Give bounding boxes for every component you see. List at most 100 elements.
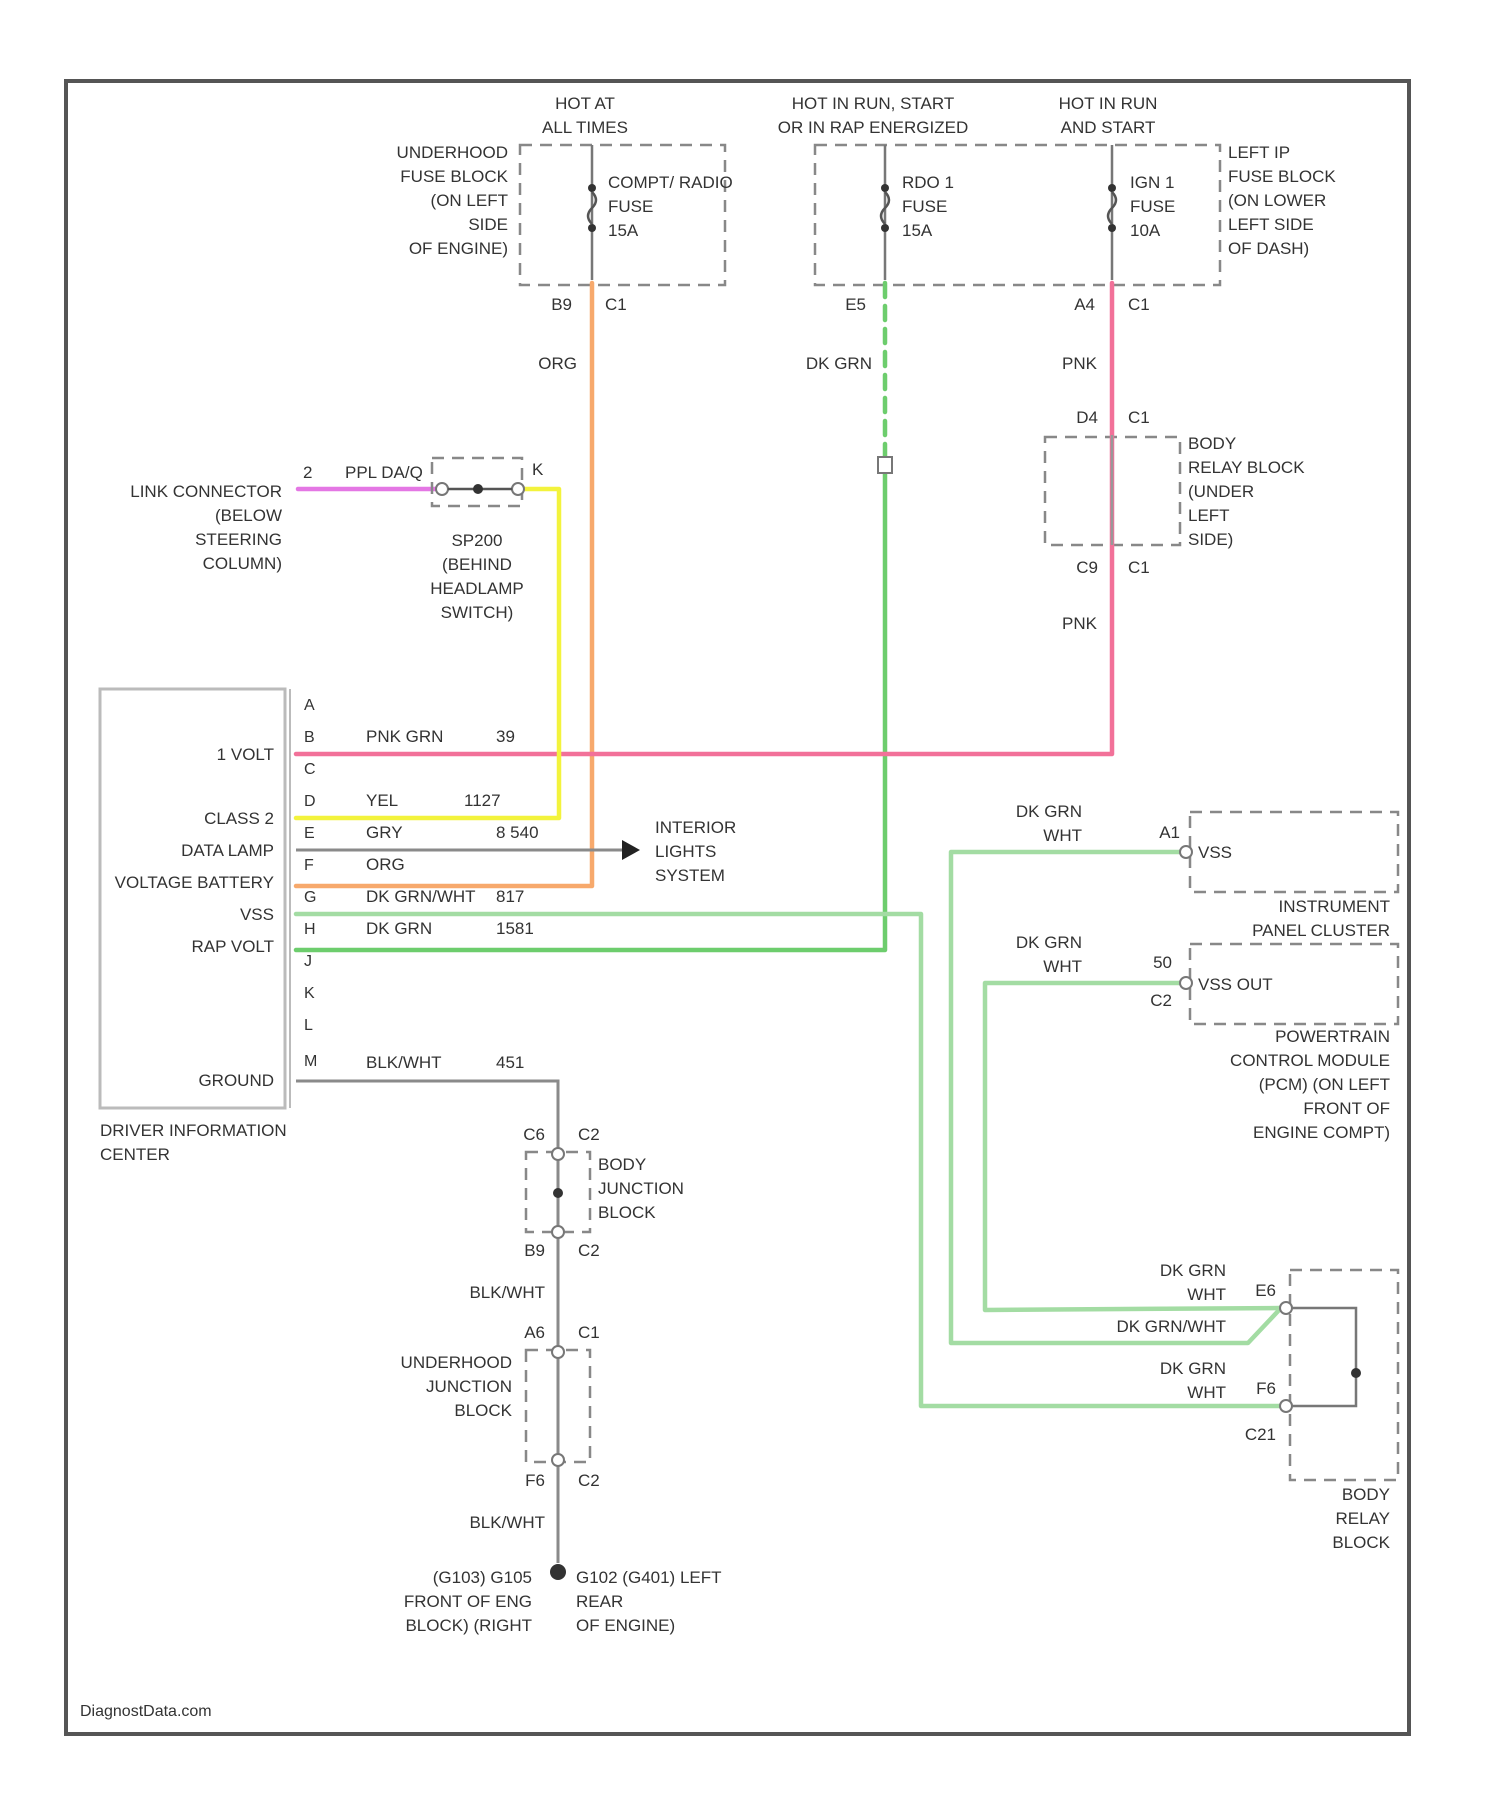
dk-grn-wht-ipc-wire xyxy=(951,852,1281,1343)
wire-color-label: ORG xyxy=(538,354,577,373)
pcm-wire-line: DK GRN xyxy=(1016,933,1082,952)
splice-pin xyxy=(512,483,524,495)
power-source-hot-in-run-start: HOT IN RUN, START OR IN RAP ENERGIZED xyxy=(778,94,969,137)
dic-wire-color: BLK/WHT xyxy=(366,1053,442,1072)
dic-wire-color: YEL xyxy=(366,791,398,810)
pcm-label-line: FRONT OF xyxy=(1303,1099,1390,1118)
dic-signal: CLASS 2 xyxy=(204,809,274,828)
dic-signal: VOLTAGE BATTERY xyxy=(115,873,274,892)
pin-label: A4 xyxy=(1074,295,1095,314)
yel-wire xyxy=(296,489,559,818)
left-ip-fuse-block: LEFT IP FUSE BLOCK (ON LOWER LEFT SIDE O… xyxy=(815,143,1336,314)
relay-wire-line: WHT xyxy=(1187,1383,1226,1402)
junction-pin xyxy=(552,1454,564,1466)
dic-label-line: DRIVER INFORMATION xyxy=(100,1121,287,1140)
relay-block-label-line: BODY xyxy=(1188,434,1236,453)
power-source-line: AND START xyxy=(1061,118,1156,137)
dic-pin: D xyxy=(304,793,316,810)
pin-label: A6 xyxy=(524,1323,545,1342)
fuse-terminal xyxy=(1108,224,1116,232)
ipc-label-line: PANEL CLUSTER xyxy=(1252,921,1390,940)
fuse-block-label-line: (ON LEFT xyxy=(431,191,508,210)
link-label-line: COLUMN) xyxy=(203,554,282,573)
inline-connector xyxy=(878,457,892,473)
interior-lights-label-line: LIGHTS xyxy=(655,842,716,861)
relay-block-label-line: (UNDER xyxy=(1188,482,1254,501)
pin-label: A1 xyxy=(1159,823,1180,842)
pin-label: K xyxy=(532,460,544,479)
pin-label: C1 xyxy=(605,295,627,314)
power-source-hot-at-all-times: HOT AT ALL TIMES xyxy=(542,94,628,137)
pin-label: C2 xyxy=(578,1241,600,1260)
dic-signal: 1 VOLT xyxy=(217,745,274,764)
relay-wire-line: DK GRN xyxy=(1160,1261,1226,1280)
ipc-wire-line: DK GRN xyxy=(1016,802,1082,821)
junction-label-line: UNDERHOOD xyxy=(401,1353,512,1372)
relay-bus xyxy=(1292,1308,1356,1406)
fuse-label-line: 15A xyxy=(902,221,933,240)
ground-label-line: G102 (G401) LEFT xyxy=(576,1568,722,1587)
fuse-block-label-line: OF DASH) xyxy=(1228,239,1309,258)
dic-circuit: 1127 xyxy=(464,791,501,810)
ground-icon xyxy=(550,1564,566,1580)
dic-circuit: 817 xyxy=(496,887,524,906)
power-source-hot-in-run-and-start: HOT IN RUN AND START xyxy=(1059,94,1158,137)
junction-label-line: BLOCK xyxy=(454,1401,512,1420)
junction-dot xyxy=(553,1188,563,1198)
relay-pin xyxy=(1280,1302,1292,1314)
ipc-pin xyxy=(1180,846,1192,858)
relay-block-label-line: SIDE) xyxy=(1188,530,1233,549)
fuse-terminal xyxy=(881,224,889,232)
watermark: DiagnostData.com xyxy=(80,1703,212,1720)
junction-pin xyxy=(552,1226,564,1238)
power-source-line: OR IN RAP ENERGIZED xyxy=(778,118,969,137)
fuse-label-line: FUSE xyxy=(902,197,947,216)
body-relay-block-top: BODY RELAY BLOCK (UNDER LEFT SIDE) D4 C1… xyxy=(1045,408,1305,577)
ground-point: (G103) G105 FRONT OF ENG BLOCK) (RIGHT G… xyxy=(404,1564,722,1635)
ipc-wire-line: WHT xyxy=(1043,826,1082,845)
pin-label: D4 xyxy=(1076,408,1098,427)
pnk-wire xyxy=(296,283,1112,754)
junction-label-line: BODY xyxy=(598,1155,646,1174)
relay-dot xyxy=(1351,1368,1361,1378)
dic-pin: J xyxy=(304,953,312,970)
ground-label-line: REAR xyxy=(576,1592,623,1611)
pin-label: F6 xyxy=(525,1471,545,1490)
junction-pin xyxy=(552,1346,564,1358)
dic-pin: B xyxy=(304,729,315,746)
ipc-label-line: INSTRUMENT xyxy=(1279,897,1390,916)
dic-pin: E xyxy=(304,825,315,842)
fuse-label-line: RDO 1 xyxy=(902,173,954,192)
fuse-label-line: FUSE xyxy=(1130,197,1175,216)
pin-label: C6 xyxy=(523,1125,545,1144)
power-source-line: HOT IN RUN xyxy=(1059,94,1158,113)
fuse-label-line: 15A xyxy=(608,221,639,240)
ground-label-line: BLOCK) (RIGHT xyxy=(405,1616,532,1635)
splice-dot xyxy=(473,484,483,494)
interior-lights-label-line: INTERIOR xyxy=(655,818,736,837)
link-connector: LINK CONNECTOR (BELOW STEERING COLUMN) 2 xyxy=(130,463,312,573)
dic-circuit: 1581 xyxy=(496,919,534,938)
pin-label: C9 xyxy=(1076,558,1098,577)
relay-label-line: BLOCK xyxy=(1332,1533,1390,1552)
dic-pin: G xyxy=(304,889,316,906)
junction-label-line: BLOCK xyxy=(598,1203,656,1222)
power-source-line: ALL TIMES xyxy=(542,118,628,137)
interior-lights-system: INTERIOR LIGHTS SYSTEM xyxy=(655,818,736,885)
pcm-label-line: POWERTRAIN xyxy=(1275,1027,1390,1046)
pin-label: E6 xyxy=(1255,1281,1276,1300)
relay-wire-line: WHT xyxy=(1187,1285,1226,1304)
ground-wire xyxy=(296,1081,558,1563)
fuse-block-label-line: (ON LOWER xyxy=(1228,191,1326,210)
relay-wire-line: DK GRN xyxy=(1160,1359,1226,1378)
pin-label: 50 xyxy=(1153,953,1172,972)
fuse-block-label-line: SIDE xyxy=(468,215,508,234)
pin-label: C2 xyxy=(1150,991,1172,1010)
pin-label: C1 xyxy=(1128,558,1150,577)
wire-color-label: BLK/WHT xyxy=(469,1513,545,1532)
junction-label-line: JUNCTION xyxy=(426,1377,512,1396)
pin-label: C2 xyxy=(578,1125,600,1144)
link-label-line: LINK CONNECTOR xyxy=(130,482,282,501)
ground-label-line: (G103) G105 xyxy=(433,1568,532,1587)
dk-grn-wht-pcm-wire xyxy=(985,983,1281,1310)
